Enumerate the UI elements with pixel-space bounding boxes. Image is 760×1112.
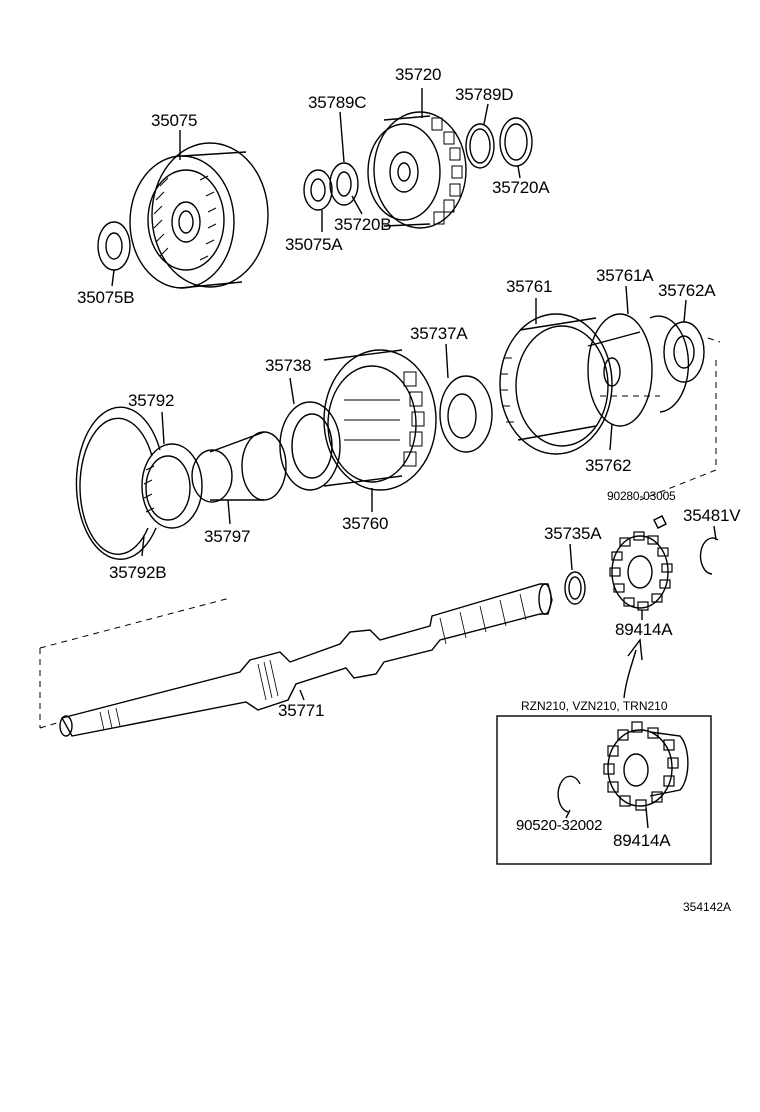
leader-35738: [289, 377, 295, 405]
key-90280-03005: [653, 515, 667, 529]
washer-35075B: [97, 221, 131, 271]
label-35720A: 35720A: [492, 178, 550, 197]
leader-35737A: [445, 343, 449, 379]
leader-inset-89414A: [645, 807, 649, 829]
shaft-35771: [59, 583, 553, 737]
leader-35720B: [351, 195, 363, 215]
leader-35771: [299, 689, 305, 701]
clutch-drum-35075: [129, 142, 269, 289]
sleeve-35797: [191, 431, 287, 503]
leader-35762: [609, 423, 613, 451]
plate-35737A: [439, 375, 493, 453]
label-35789C: 35789C: [308, 93, 367, 112]
bearing-35738: [279, 401, 341, 491]
label-35761A: 35761A: [596, 266, 654, 285]
label-35792B: 35792B: [109, 563, 167, 582]
bearing-35720B: [329, 162, 359, 206]
label-35762: 35762: [585, 456, 632, 475]
snap-ring-35762A: [649, 315, 705, 413]
leader-35762A: [683, 299, 687, 323]
label-35735A: 35735A: [544, 524, 602, 543]
label-35075A: 35075A: [285, 235, 343, 254]
label-35797: 35797: [204, 527, 251, 546]
label-35738: 35738: [265, 356, 312, 375]
label-35762A: 35762A: [658, 281, 716, 300]
label-89414A-inset: 89414A: [613, 831, 671, 850]
ring-35735A: [564, 571, 586, 605]
inset-snap-ring-90520-32002: [557, 775, 581, 813]
label-35481V: 35481V: [683, 506, 741, 525]
label-90520-32002: 90520-32002: [516, 817, 603, 834]
leader-35797: [227, 499, 231, 525]
alignment-lines-lower: [39, 597, 231, 729]
gear-35760: [323, 349, 437, 491]
leader-35789C: [339, 111, 345, 163]
bearing-35720A: [499, 117, 533, 167]
label-35789D: 35789D: [455, 85, 514, 104]
gear-35720: [367, 111, 467, 229]
washer-35075A: [303, 169, 333, 211]
label-35720: 35720: [395, 65, 442, 84]
leader-35789D: [483, 103, 489, 125]
inset-box: [496, 715, 712, 865]
label-35760: 35760: [342, 514, 389, 533]
label-35771: 35771: [278, 701, 325, 720]
label-89414A-main: 89414A: [615, 620, 673, 639]
washer-35789D: [465, 123, 495, 169]
leader-90520-32002: [565, 809, 571, 819]
alignment-lines-upper: [600, 337, 721, 501]
ring-gear-35761: [499, 313, 613, 455]
label-35720B: 35720B: [334, 215, 392, 234]
label-90280-03005: 90280-03005: [607, 489, 676, 503]
label-35075: 35075: [151, 111, 198, 130]
inset-sprocket-89414A: [603, 721, 689, 811]
clutch-35792: [141, 443, 203, 529]
leader-35792B: [141, 535, 145, 557]
label-35075B: 35075B: [77, 288, 135, 307]
leader-35761A: [625, 285, 629, 315]
hub-35762: [587, 313, 653, 427]
pointer-arrow: [623, 638, 643, 699]
snap-ring-35792B: [75, 406, 161, 560]
leader-35075B: [111, 269, 115, 287]
label-35737A: 35737A: [410, 324, 468, 343]
leader-35792: [161, 411, 165, 445]
leader-35735A: [569, 543, 573, 571]
snap-ring-35481V: [699, 537, 719, 575]
label-35761: 35761: [506, 277, 553, 296]
sprocket-89414A-main: [609, 531, 673, 611]
drawing-code: 354142A: [683, 900, 732, 914]
leader-35720A: [517, 165, 521, 179]
label-35792: 35792: [128, 391, 175, 410]
leader-35481V: [713, 525, 717, 541]
inset-model-codes: RZN210, VZN210, TRN210: [521, 699, 668, 713]
